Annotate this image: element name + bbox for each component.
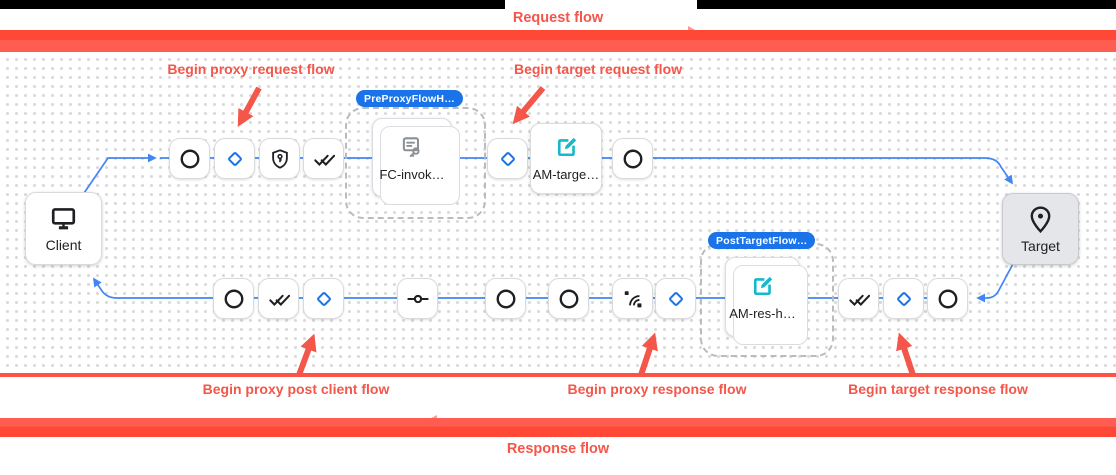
step-checks[interactable] <box>838 278 879 319</box>
flow-callout-icon <box>399 134 425 160</box>
step-response-circle[interactable] <box>485 278 526 319</box>
edit-icon <box>554 135 579 160</box>
step-target-response-flow-marker[interactable] <box>883 278 924 319</box>
annotation-begin-proxy-response-flow: Begin proxy response flow <box>567 381 747 397</box>
response-flow-label: Response flow <box>506 441 610 457</box>
step-endpoint-marker[interactable] <box>397 278 438 319</box>
diamond-icon <box>224 148 246 170</box>
target-label: Target <box>1021 237 1060 254</box>
step-target-request-end[interactable] <box>612 138 653 179</box>
circle-icon <box>937 288 959 310</box>
edit-icon <box>750 274 775 299</box>
circle-icon <box>179 148 201 170</box>
step-response-end[interactable] <box>213 278 254 319</box>
circle-icon <box>223 288 245 310</box>
step-target-request-flow-marker[interactable] <box>487 138 528 179</box>
policy-label: FC-invok… <box>379 166 445 182</box>
step-target-response-start[interactable] <box>927 278 968 319</box>
pre-proxy-flow-hook-badge[interactable]: PreProxyFlowH… <box>356 90 463 107</box>
step-post-client-flow-marker[interactable] <box>303 278 344 319</box>
diamond-icon <box>313 288 335 310</box>
step-post-client-signal[interactable] <box>612 278 653 319</box>
diamond-icon <box>497 148 519 170</box>
step-proxy-response-flow-marker[interactable] <box>655 278 696 319</box>
circle-icon <box>558 288 580 310</box>
policy-label: AM-targe… <box>532 167 600 182</box>
request-flow-bar <box>0 30 1116 52</box>
post-target-flow-hook-badge[interactable]: PostTargetFlow… <box>708 232 816 249</box>
flow-canvas[interactable] <box>0 52 1116 377</box>
monitor-icon <box>49 204 78 233</box>
annotation-begin-target-request-flow: Begin target request flow <box>513 61 683 77</box>
step-request-start[interactable] <box>169 138 210 179</box>
policy-label: AM-res-h… <box>729 305 796 321</box>
target-node[interactable]: Target <box>1002 193 1079 265</box>
double-check-icon <box>848 288 870 310</box>
annotation-begin-proxy-post-client-flow: Begin proxy post client flow <box>202 381 390 397</box>
location-pin-icon <box>1026 205 1055 234</box>
step-response-circle[interactable] <box>548 278 589 319</box>
policy-card-flow-callout[interactable]: FC-invok… <box>372 118 460 205</box>
annotation-begin-target-response-flow: Begin target response flow <box>848 381 1028 397</box>
step-checks[interactable] <box>303 138 344 179</box>
double-check-icon <box>313 148 335 170</box>
signal-icon <box>622 288 644 310</box>
circle-icon <box>622 148 644 170</box>
client-label: Client <box>45 237 82 253</box>
double-check-icon <box>268 288 290 310</box>
shield-key-icon <box>269 148 291 170</box>
step-checks[interactable] <box>258 278 299 319</box>
policy-card-assign-message-target[interactable]: AM-targe… <box>530 123 602 194</box>
diamond-icon <box>665 288 687 310</box>
step-security[interactable] <box>259 138 300 179</box>
response-flow-bar <box>0 418 1116 437</box>
request-flow-label: Request flow <box>512 10 604 26</box>
client-node[interactable]: Client <box>25 192 102 265</box>
request-flow-label-box <box>505 0 697 10</box>
commit-icon <box>407 288 429 310</box>
annotation-begin-proxy-request-flow: Begin proxy request flow <box>167 61 335 77</box>
policy-card-assign-message-response[interactable]: AM-res-h… <box>725 257 808 345</box>
step-proxy-request-flow-marker[interactable] <box>214 138 255 179</box>
diamond-icon <box>893 288 915 310</box>
circle-icon <box>495 288 517 310</box>
